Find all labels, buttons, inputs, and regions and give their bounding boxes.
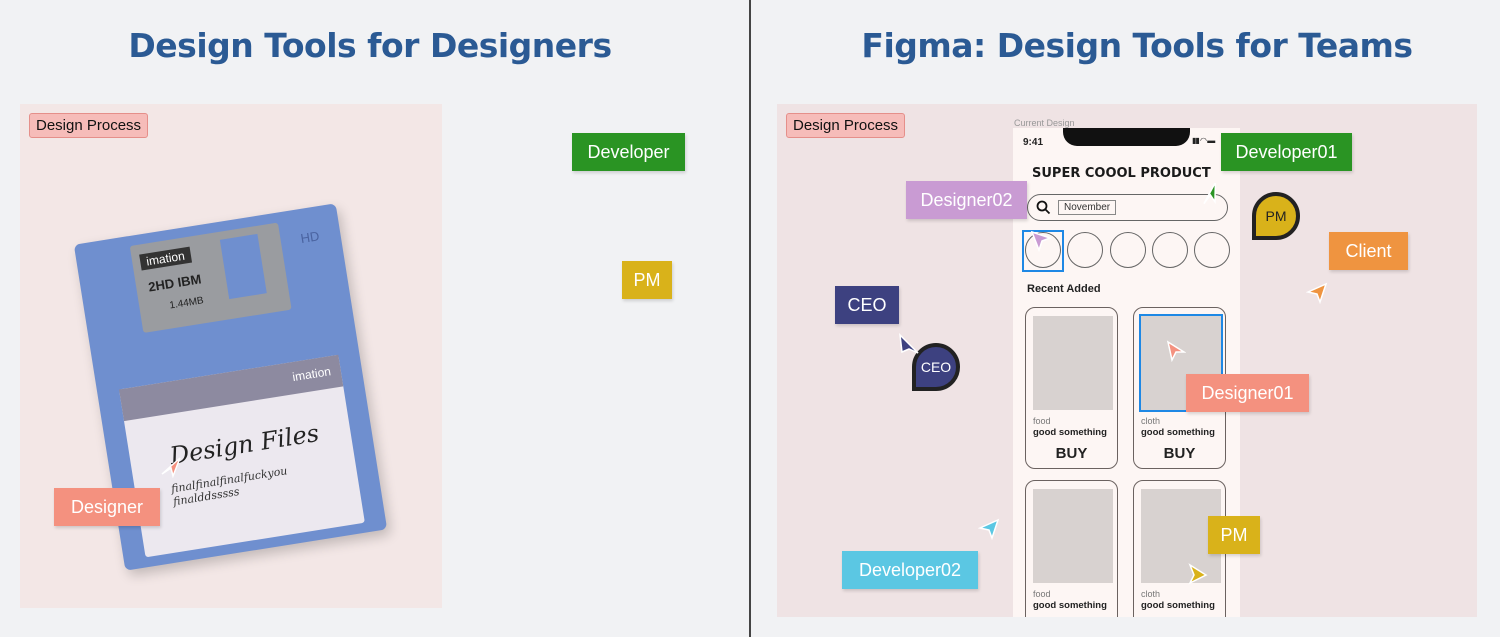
client-cursor-icon xyxy=(1306,282,1328,304)
disk-model: 2HD IBM xyxy=(147,271,203,295)
left-title: Design Tools for Designers xyxy=(128,26,612,65)
product-title: SUPER COOOL PRODUCT xyxy=(1032,166,1211,181)
category-circle[interactable] xyxy=(1152,232,1188,268)
design-process-tag: Design Process xyxy=(29,113,149,138)
divider xyxy=(749,0,751,637)
disk-label: imation Design Files finalfinalfinalfuck… xyxy=(119,354,365,558)
disk-hd: HD xyxy=(299,228,321,247)
product-card[interactable]: cloth good something xyxy=(1133,480,1226,617)
disk-capacity: 1.44MB xyxy=(168,295,205,312)
designer02-cursor-icon xyxy=(1030,230,1052,252)
right-title: Figma: Design Tools for Teams xyxy=(861,26,1413,65)
product-category: food xyxy=(1033,589,1051,599)
category-circle[interactable] xyxy=(1067,232,1103,268)
product-image xyxy=(1141,489,1221,583)
role-designer02: Designer02 xyxy=(906,181,1027,219)
role-developer: Developer xyxy=(572,133,685,171)
product-name: good something xyxy=(1033,600,1107,611)
category-circle[interactable] xyxy=(1025,232,1061,268)
pm-avatar: PM xyxy=(1252,192,1300,240)
disk-brand: imation xyxy=(139,246,192,271)
role-developer01: Developer01 xyxy=(1221,133,1352,171)
product-card[interactable]: food good something xyxy=(1025,480,1118,617)
product-name: good something xyxy=(1033,427,1107,438)
product-category: food xyxy=(1033,416,1051,426)
product-image xyxy=(1033,316,1113,410)
left-panel: Design Process imation 2HD IBM 1.44MB HD… xyxy=(20,104,442,608)
disk-shutter: imation 2HD IBM 1.44MB xyxy=(129,222,292,333)
developer02-cursor-icon xyxy=(978,518,1000,540)
role-pm: PM xyxy=(1208,516,1260,554)
role-ceo: CEO xyxy=(835,286,899,324)
product-card[interactable]: food good something BUY xyxy=(1025,307,1118,469)
category-circle[interactable] xyxy=(1194,232,1230,268)
pm-cursor-icon xyxy=(1188,563,1208,585)
phone-mockup: 9:41 ▮▮ ◠ ▬ SUPER COOOL PRODUCT November… xyxy=(1013,128,1240,617)
role-designer01: Designer01 xyxy=(1186,374,1309,412)
developer01-cursor-icon xyxy=(1203,183,1217,205)
ceo-cursor-icon xyxy=(899,333,919,354)
designer01-cursor-icon xyxy=(1166,340,1186,362)
designer-cursor-icon xyxy=(161,457,181,478)
role-pm: PM xyxy=(622,261,672,299)
role-designer: Designer xyxy=(54,488,160,526)
signal-icon: ▮▮ ◠ ▬ xyxy=(1192,136,1215,145)
frame-label: Current Design xyxy=(1014,118,1075,128)
product-category: cloth xyxy=(1141,416,1161,426)
section-title: Recent Added xyxy=(1027,283,1101,295)
ceo-avatar: CEO xyxy=(912,343,960,391)
role-developer02: Developer02 xyxy=(842,551,978,589)
product-name: good something xyxy=(1141,600,1215,611)
product-image xyxy=(1033,489,1113,583)
buy-button[interactable]: BUY xyxy=(1055,445,1088,462)
category-circle[interactable] xyxy=(1110,232,1146,268)
status-time: 9:41 xyxy=(1023,137,1044,148)
product-category: cloth xyxy=(1141,589,1161,599)
search-bar[interactable]: November xyxy=(1027,194,1228,221)
selection-box xyxy=(1022,230,1064,272)
search-icon xyxy=(1036,200,1051,215)
role-client: Client xyxy=(1329,232,1408,270)
design-process-tag: Design Process xyxy=(786,113,906,138)
search-input[interactable]: November xyxy=(1058,200,1117,215)
product-name: good something xyxy=(1141,427,1215,438)
phone-notch xyxy=(1063,128,1190,146)
buy-button[interactable]: BUY xyxy=(1163,445,1196,462)
